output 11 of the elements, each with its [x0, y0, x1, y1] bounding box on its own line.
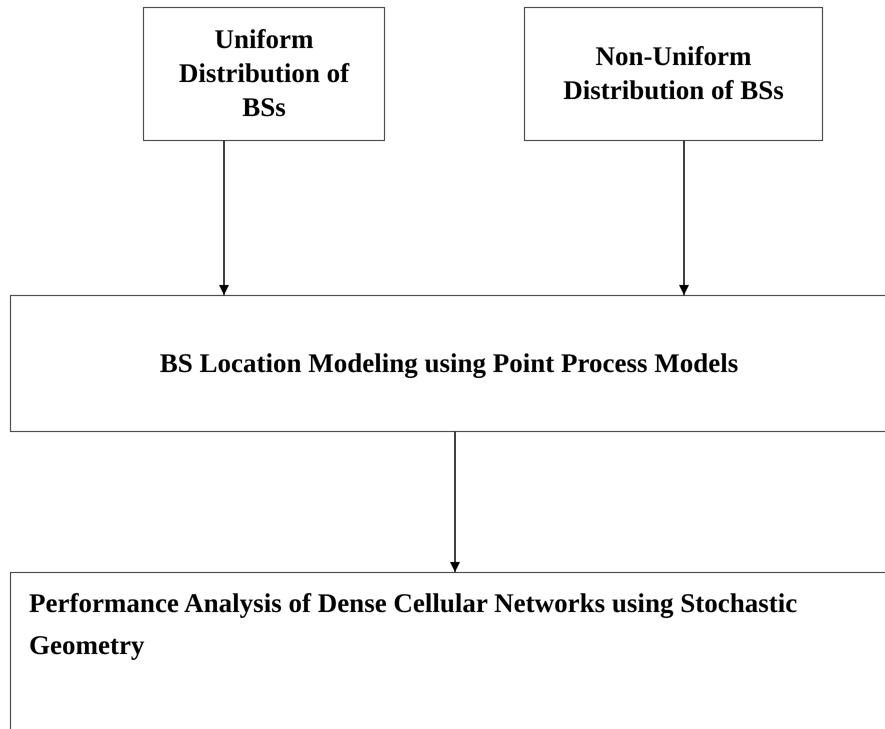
arrow	[219, 141, 229, 295]
arrow	[679, 141, 689, 295]
box-label: BS Location Modeling using Point Process Models	[160, 346, 738, 380]
process-box	[10, 295, 885, 432]
process-box	[10, 572, 885, 729]
box-label: Non-Uniform Distribution of BSs	[562, 40, 785, 107]
box-label: Uniform Distribution of BSs	[178, 23, 350, 124]
process-box	[143, 7, 385, 141]
process-box	[524, 7, 823, 141]
box-label: Performance Analysis of Dense Cellular Networks using Stochastic Geometry	[29, 587, 798, 662]
arrow	[450, 432, 460, 572]
